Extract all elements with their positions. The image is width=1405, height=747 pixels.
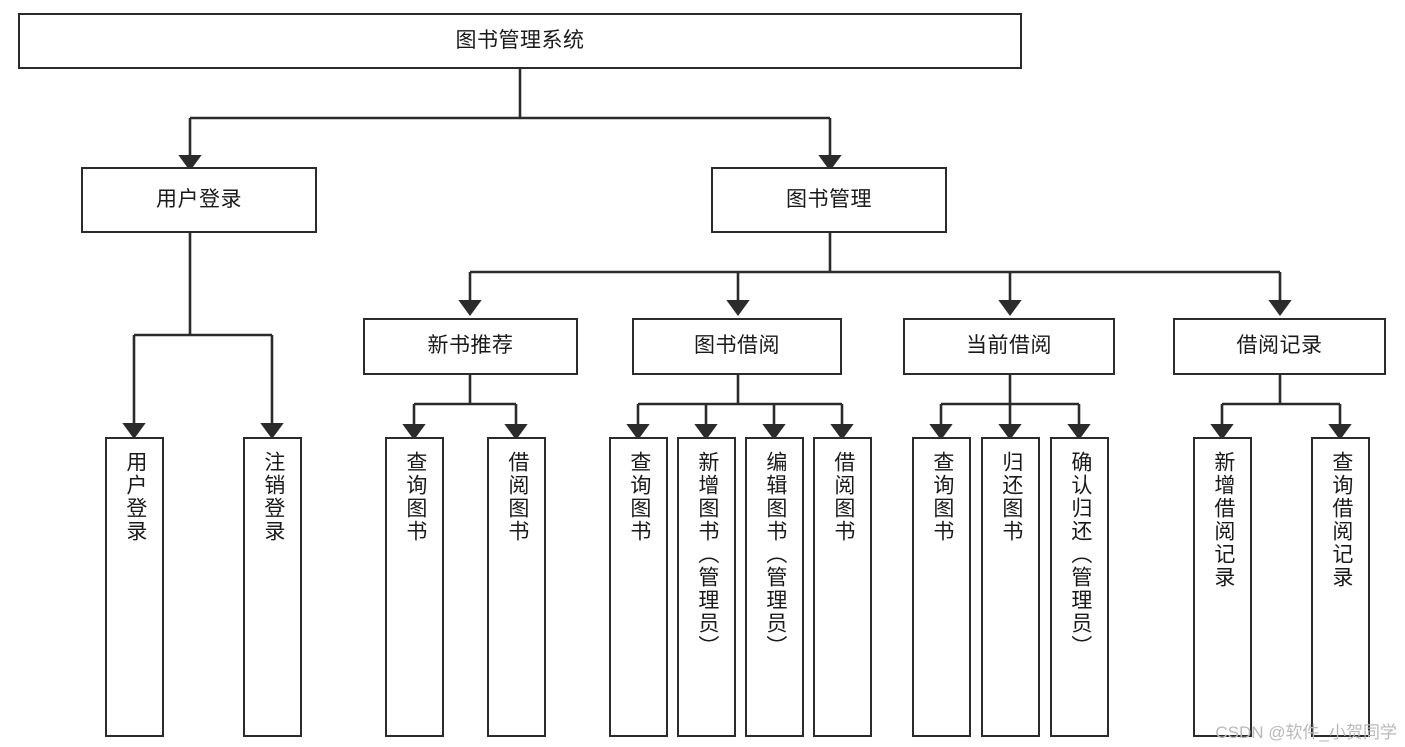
node-label: 查询图书 bbox=[403, 451, 427, 543]
node-label: 注销登录 bbox=[261, 451, 285, 543]
node-leaf-query-book-borrow[interactable]: 查询图书 bbox=[609, 437, 668, 737]
node-label: 查询图书 bbox=[930, 451, 954, 543]
node-current-borrow[interactable]: 当前借阅 bbox=[903, 318, 1115, 375]
node-leaf-query-book-current[interactable]: 查询图书 bbox=[912, 437, 971, 737]
node-label: 借阅图书 bbox=[831, 451, 855, 543]
node-leaf-borrow-book-newbook[interactable]: 借阅图书 bbox=[487, 437, 546, 737]
node-leaf-borrow-book[interactable]: 借阅图书 bbox=[813, 437, 872, 737]
csdn-watermark: CSDN @软件_小贺同学 bbox=[1215, 723, 1397, 742]
node-label: 借阅图书 bbox=[505, 451, 529, 543]
node-label: 用户登录 bbox=[156, 187, 242, 211]
node-label: 归还图书 bbox=[999, 451, 1023, 543]
node-leaf-confirm-return-admin[interactable]: 确认归还（管理员） bbox=[1050, 437, 1109, 737]
node-label: 编辑图书（管理员） bbox=[763, 451, 787, 658]
node-label: 新书推荐 bbox=[427, 334, 514, 358]
node-root-book-management-system[interactable]: 图书管理系统 bbox=[18, 13, 1022, 69]
node-label: 图书借阅 bbox=[694, 334, 780, 358]
node-leaf-edit-book-admin[interactable]: 编辑图书（管理员） bbox=[745, 437, 804, 737]
node-label: 新增借阅记录 bbox=[1211, 451, 1235, 589]
node-book-borrow[interactable]: 图书借阅 bbox=[632, 318, 842, 375]
node-book-management[interactable]: 图书管理 bbox=[711, 167, 947, 233]
node-label: 当前借阅 bbox=[966, 334, 1052, 358]
node-new-book-recommend[interactable]: 新书推荐 bbox=[363, 318, 578, 375]
node-leaf-add-book-admin[interactable]: 新增图书（管理员） bbox=[677, 437, 736, 737]
node-label: 用户登录 bbox=[123, 451, 147, 543]
node-user-login[interactable]: 用户登录 bbox=[81, 167, 317, 233]
node-label: 借阅记录 bbox=[1236, 334, 1323, 358]
node-label: 新增图书（管理员） bbox=[695, 451, 719, 658]
node-label: 查询借阅记录 bbox=[1329, 451, 1353, 589]
node-leaf-logout[interactable]: 注销登录 bbox=[243, 437, 302, 737]
node-label: 查询图书 bbox=[627, 451, 651, 543]
node-label: 图书管理系统 bbox=[455, 28, 585, 52]
node-leaf-query-book-newbook[interactable]: 查询图书 bbox=[385, 437, 444, 737]
node-borrow-record[interactable]: 借阅记录 bbox=[1173, 318, 1386, 375]
node-leaf-add-borrow-record[interactable]: 新增借阅记录 bbox=[1193, 437, 1252, 737]
node-label: 图书管理 bbox=[786, 187, 872, 211]
node-leaf-query-borrow-record[interactable]: 查询借阅记录 bbox=[1311, 437, 1370, 737]
node-leaf-return-book[interactable]: 归还图书 bbox=[981, 437, 1040, 737]
node-label: 确认归还（管理员） bbox=[1068, 451, 1092, 658]
node-leaf-user-login[interactable]: 用户登录 bbox=[105, 437, 164, 737]
